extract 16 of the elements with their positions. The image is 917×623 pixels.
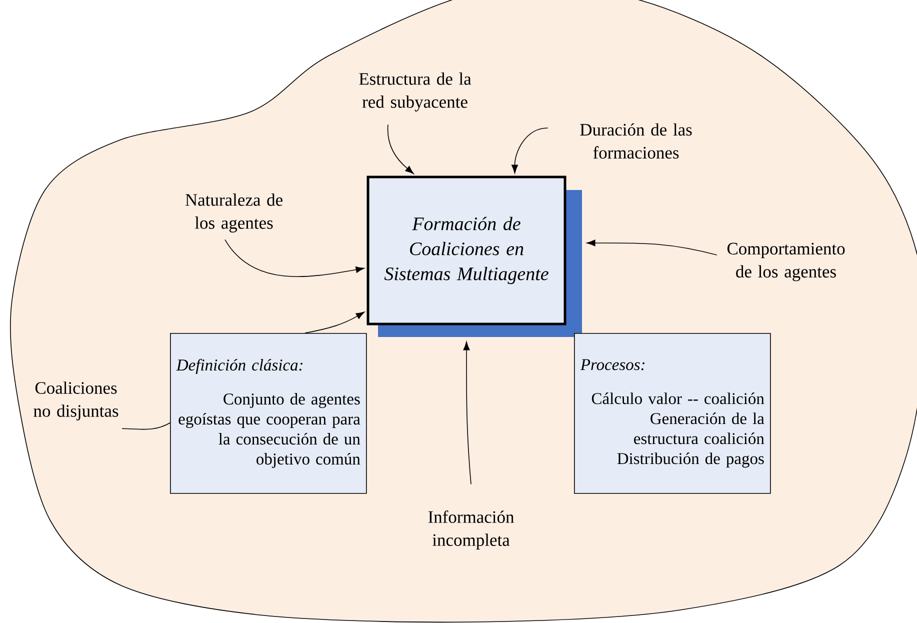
factor-label: Coaliciones no disjuntas <box>34 382 118 420</box>
title-box: Formación de Coaliciones en Sistemas Multiagente <box>366 176 582 337</box>
arrow <box>224 239 364 277</box>
factor-label: Estructura de la red subyacente <box>359 72 472 112</box>
arrow <box>512 128 548 174</box>
factor-label: Comportamiento de los agentes <box>727 242 845 282</box>
note-box: Definición clásica: Conjunto de agentes egoístas que cooperan para la consecución de un objetivo común <box>170 333 367 494</box>
arrow <box>387 124 414 174</box>
factor-label: Naturaleza de los agentes <box>185 194 282 232</box>
arrow <box>304 312 365 334</box>
arrow <box>463 342 472 485</box>
note-box: Procesos: Cálculo valor -- coalición Generación de la estructura coalición Distribución de pagos <box>574 333 771 494</box>
factor-label: Duración de las formaciones <box>580 123 692 159</box>
arrow <box>586 240 718 256</box>
connector-line <box>122 422 170 430</box>
factor-label: Información incompleta <box>428 510 514 550</box>
